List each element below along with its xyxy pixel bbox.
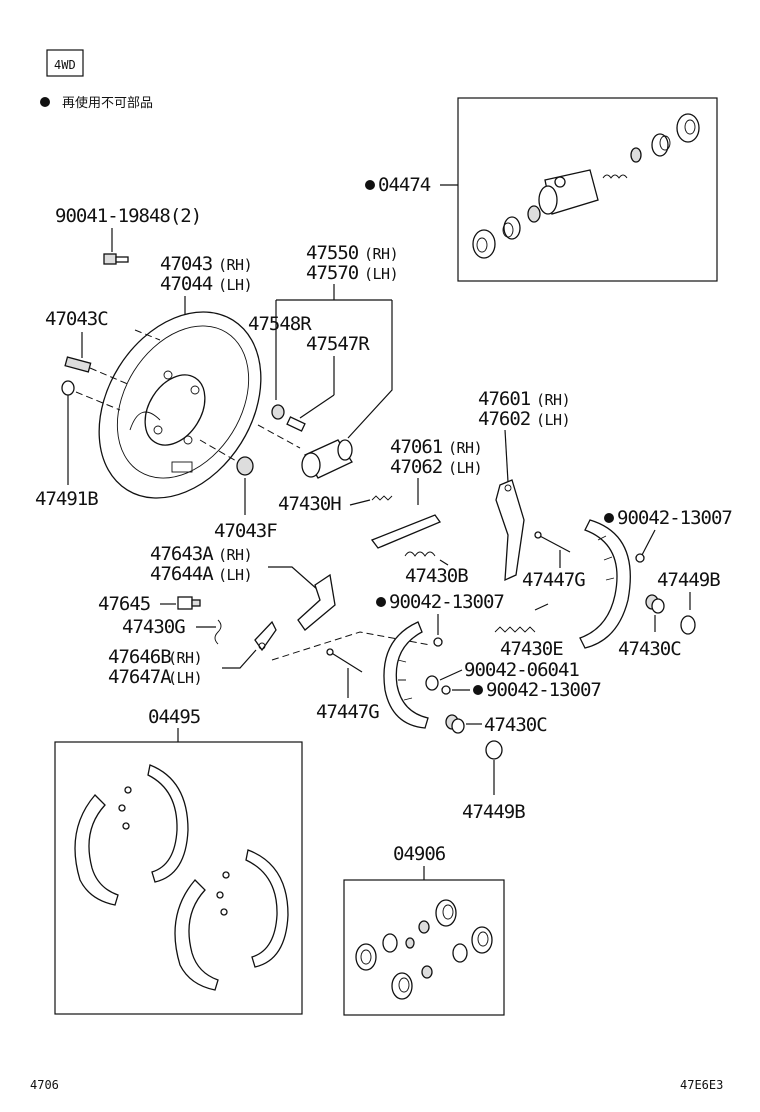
label-47645: 47645 xyxy=(98,593,150,615)
retainer-47449B-b xyxy=(485,740,503,760)
non-reusable-dot-icon xyxy=(365,180,375,190)
label-90041-19848: 90041-19848(2) xyxy=(55,205,201,227)
label-90042-13007-c: 90042-13007 xyxy=(486,679,601,701)
label-47547R: 47547R xyxy=(306,333,370,355)
label-47644A-lh: (LH) xyxy=(218,566,252,584)
nut-47491B xyxy=(61,380,75,396)
label-47644A: 47644A xyxy=(150,563,214,585)
brake-shoe-right xyxy=(579,519,631,649)
pin-47645 xyxy=(177,596,201,610)
parking-brake-lever xyxy=(495,479,525,582)
spring-47430C-b xyxy=(445,714,465,734)
label-47449B-b: 47449B xyxy=(462,801,525,823)
pin-47447G-a xyxy=(534,531,571,553)
label-90042-13007-a: 90042-13007 xyxy=(617,507,732,529)
wheel-cylinder-kit-box xyxy=(457,97,718,282)
label-47061: 47061 xyxy=(390,436,443,458)
label-47646B-rh: (RH) xyxy=(168,649,202,667)
label-90042-13007-b: 90042-13007 xyxy=(389,591,504,613)
footer-left-code: 4706 xyxy=(30,1078,59,1092)
label-47570: 47570 xyxy=(306,262,359,284)
spring-47430G xyxy=(214,619,222,645)
label-47602: 47602 xyxy=(478,408,530,430)
seal-kit-box xyxy=(343,879,505,1016)
label-47062-lh: (LH) xyxy=(448,459,482,477)
label-47643A: 47643A xyxy=(150,543,214,565)
adjuster-lever-47646B xyxy=(254,620,277,652)
label-47550-rh: (RH) xyxy=(364,245,398,263)
label-47430C-b: 47430C xyxy=(484,714,547,736)
label-47043-rh: (RH) xyxy=(218,256,252,274)
legend-text: 再使用不可部品 xyxy=(62,95,153,111)
label-47044-lh: (LH) xyxy=(218,276,252,294)
shoe-kit-box xyxy=(54,741,303,1015)
label-47062: 47062 xyxy=(390,456,442,478)
label-90042-06041: 90042-06041 xyxy=(464,659,579,681)
label-47548R: 47548R xyxy=(248,313,312,335)
spring-47430H xyxy=(371,495,393,501)
label-47647A-lh: (LH) xyxy=(168,669,202,687)
label-47430G: 47430G xyxy=(122,616,185,638)
non-reusable-dot-icon xyxy=(473,685,483,695)
label-47043C: 47043C xyxy=(45,308,108,330)
wheel-cylinder-47550 xyxy=(301,439,353,479)
label-47430H: 47430H xyxy=(278,493,341,515)
spring-47430B xyxy=(404,551,436,557)
badge-4wd: 4WD xyxy=(54,58,76,72)
washer-90042-06041 xyxy=(425,675,439,691)
label-04906: 04906 xyxy=(393,843,446,865)
clip-90042-a xyxy=(635,553,645,563)
label-47043: 47043 xyxy=(160,253,213,275)
spring-47430C-a xyxy=(645,594,665,614)
label-47643A-rh: (RH) xyxy=(218,546,252,564)
bolt-90041 xyxy=(103,253,129,265)
clip-90042-c xyxy=(441,685,451,695)
label-04474: 04474 xyxy=(378,174,431,196)
stud-47043C xyxy=(64,356,92,373)
non-reusable-dot-icon xyxy=(376,597,386,607)
label-47447G-b: 47447G xyxy=(316,701,379,723)
label-47570-lh: (LH) xyxy=(364,265,398,283)
label-47602-lh: (LH) xyxy=(536,411,570,429)
label-47043F: 47043F xyxy=(214,520,277,542)
footer-right-code: 47E6E3 xyxy=(680,1078,723,1092)
label-47601-rh: (RH) xyxy=(536,391,570,409)
strut-47061 xyxy=(370,514,442,549)
label-47646B: 47646B xyxy=(108,646,171,668)
badge-box xyxy=(46,49,84,77)
label-47447G-a: 47447G xyxy=(522,569,585,591)
seal-kit-parts xyxy=(355,899,493,1000)
label-47044: 47044 xyxy=(160,273,213,295)
label-47550: 47550 xyxy=(306,242,359,264)
retainer-47449B-a xyxy=(680,615,696,635)
label-47430C-a: 47430C xyxy=(618,638,681,660)
clip-90042-b xyxy=(433,637,443,647)
spring-47430E xyxy=(494,626,536,633)
pin-47447G-b xyxy=(326,648,363,673)
bleeder-cap-47548R xyxy=(271,404,285,420)
bleeder-screw-47547R xyxy=(286,416,306,432)
adjuster-lever-47643A xyxy=(297,573,336,631)
label-47430B: 47430B xyxy=(405,565,468,587)
label-47491B: 47491B xyxy=(35,488,98,510)
non-reusable-dot-icon xyxy=(40,97,50,107)
shoe-kit-parts xyxy=(74,764,289,991)
wheel-cylinder-kit-parts xyxy=(472,113,700,259)
non-reusable-dot-icon xyxy=(604,513,614,523)
label-47647A: 47647A xyxy=(108,666,172,688)
nut-47043F xyxy=(236,456,254,476)
label-47601: 47601 xyxy=(478,388,531,410)
label-47430E: 47430E xyxy=(500,638,563,660)
label-47061-rh: (RH) xyxy=(448,439,482,457)
brake-shoe-left xyxy=(383,621,429,729)
label-47449B-a: 47449B xyxy=(657,569,720,591)
label-04495: 04495 xyxy=(148,706,200,728)
